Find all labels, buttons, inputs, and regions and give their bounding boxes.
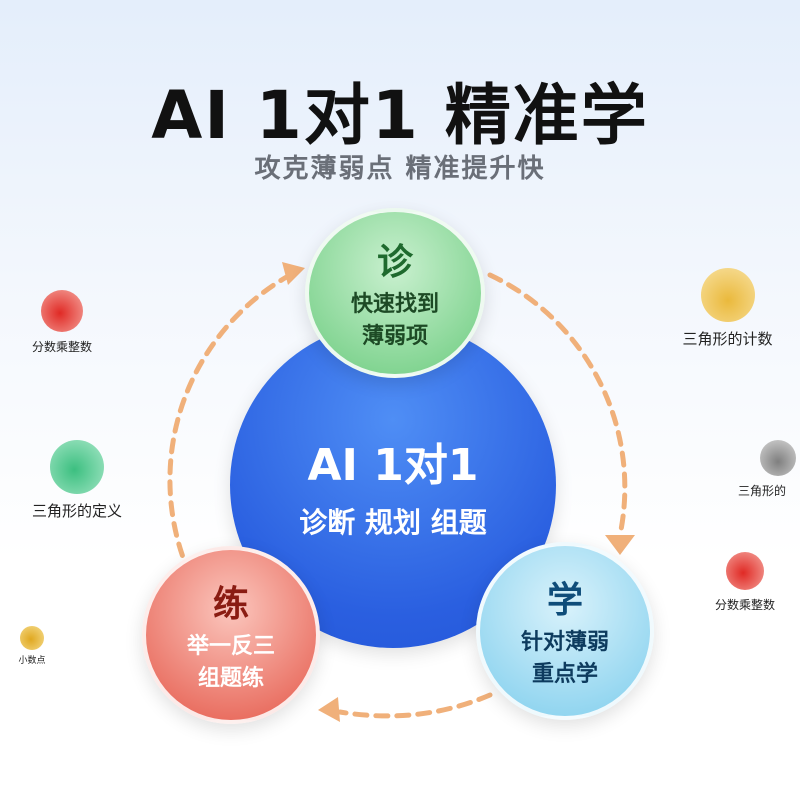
planet-topic: 分数乘整数 xyxy=(22,290,102,355)
center-title: AI 1对1 xyxy=(307,440,479,491)
step-practice: 练 举一反三 组题练 xyxy=(142,546,320,724)
step-text: 快速找到 xyxy=(350,292,439,318)
page-subtitle: 攻克薄弱点 精准提升快 xyxy=(254,154,546,184)
arrow-left-arc xyxy=(167,272,293,578)
center-subtitle: 诊断 规划 组题 xyxy=(299,506,487,539)
step-key: 练 xyxy=(212,584,249,626)
step-text: 薄弱项 xyxy=(361,324,428,349)
step-text: 针对薄弱 xyxy=(520,630,609,656)
step-key: 学 xyxy=(546,580,583,622)
planet-icon xyxy=(50,440,104,494)
planet-label: 三角形的计数 xyxy=(682,330,773,348)
planet-label: 小数点 xyxy=(18,656,46,666)
planet-topic: 三角形的定义 xyxy=(22,440,132,521)
planet-icon xyxy=(41,290,83,332)
planet-label: 分数乘整数 xyxy=(714,598,775,612)
arrow-right-arc xyxy=(487,272,628,538)
planet-topic: 三角形的计数 xyxy=(670,268,785,349)
planet-topic: 分数乘整数 xyxy=(705,552,785,613)
planet-label: 三角形的定义 xyxy=(31,502,122,520)
arrowhead-icon xyxy=(282,262,305,285)
arrowhead-icon xyxy=(605,535,635,555)
step-key: 诊 xyxy=(376,242,413,284)
planet-icon xyxy=(726,552,764,590)
planet-topic: 小数点 xyxy=(8,626,56,666)
step-learn: 学 针对薄弱 重点学 xyxy=(476,542,654,720)
planet-label: 三角形的 xyxy=(738,484,787,498)
planet-icon xyxy=(700,268,755,322)
arrow-bottom-arc xyxy=(337,692,493,719)
planet-icon xyxy=(760,440,796,476)
step-text: 重点学 xyxy=(531,662,598,687)
step-diagnose: 诊 快速找到 薄弱项 xyxy=(305,208,485,378)
planet-label: 分数乘整数 xyxy=(31,340,92,354)
step-text: 组题练 xyxy=(197,666,264,691)
planet-icon xyxy=(20,626,44,650)
step-text: 举一反三 xyxy=(186,634,275,660)
planet-topic: 三角形的 xyxy=(738,440,800,499)
arrowhead-icon xyxy=(318,697,340,722)
page-title: AI 1对1 精准学 xyxy=(151,77,649,154)
